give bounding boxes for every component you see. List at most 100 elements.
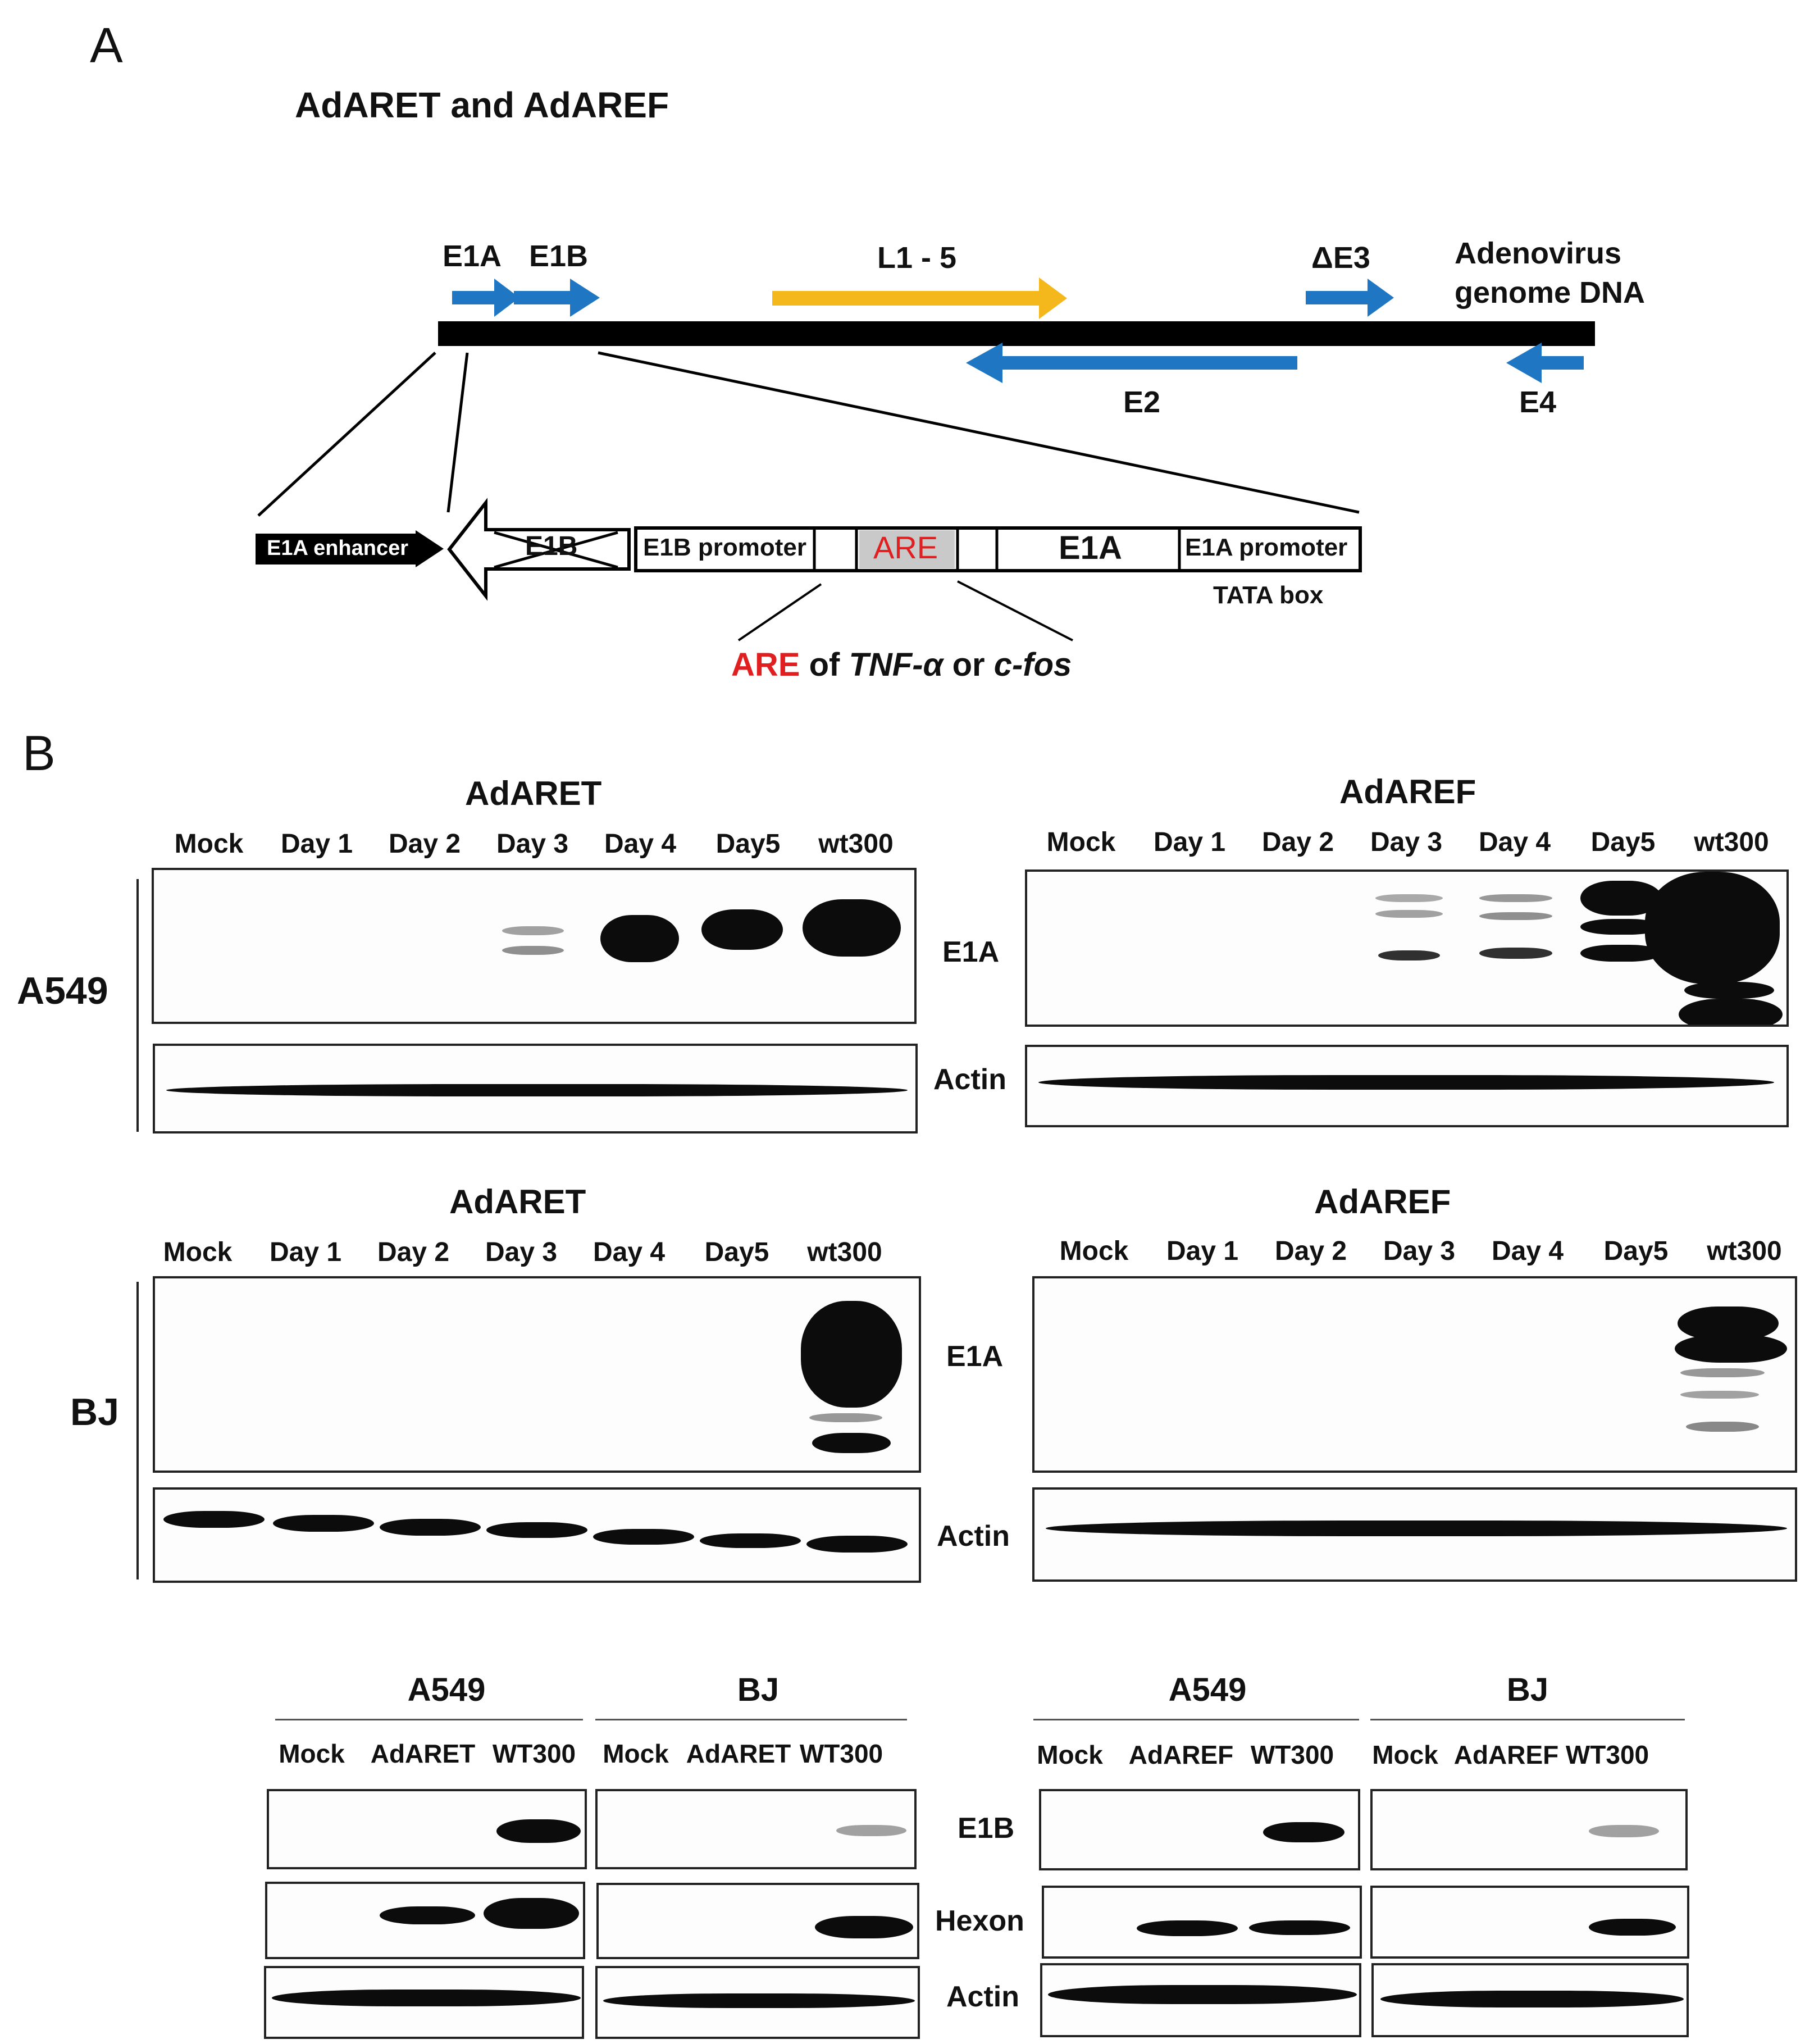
label-e4: E4 xyxy=(1519,385,1557,419)
blot-bottom-actin-1 xyxy=(264,1966,584,2039)
label-e1a: E1A xyxy=(443,239,502,273)
lane-label: Mock xyxy=(1059,1236,1129,1266)
lane-label: Day5 xyxy=(715,829,781,859)
l1-5-arrow xyxy=(772,277,1067,319)
lane-label: AdAREF xyxy=(1128,1740,1234,1769)
blot-bottom-actin-4 xyxy=(1371,1963,1689,2037)
lane-label: Day 3 xyxy=(1370,827,1443,857)
label-genome-1: Adenovirus xyxy=(1455,236,1622,270)
lane-label: Day 3 xyxy=(1383,1236,1456,1266)
construct xyxy=(256,498,1362,601)
blot-bottom-actin-2 xyxy=(595,1966,920,2039)
zoom-lines xyxy=(257,351,1360,517)
blot-bj-aref-actin xyxy=(1032,1487,1797,1582)
label-e2: E2 xyxy=(1123,385,1161,419)
lane-label: Mock xyxy=(603,1739,669,1768)
caption-are: ARE xyxy=(731,647,800,683)
blot-a549-aref-actin xyxy=(1025,1045,1789,1127)
lane-label: Day 2 xyxy=(1261,827,1334,857)
e3-arrow xyxy=(1306,279,1394,317)
group-bj-right: BJ xyxy=(1506,1672,1549,1708)
e1b-hollow-arrow xyxy=(447,498,631,601)
enhancer-box xyxy=(256,534,418,565)
label-actin-2: Actin xyxy=(937,1520,1010,1553)
group-a549-left: A549 xyxy=(407,1672,486,1708)
lane-label: AdARET xyxy=(370,1739,476,1768)
title-bj-aref: AdAREF xyxy=(1314,1183,1451,1221)
rule-bj-right xyxy=(1370,1719,1685,1720)
bracket-a549 xyxy=(136,879,139,1132)
blot-a549-aret-e1a xyxy=(152,868,917,1024)
title-bj-aret: AdARET xyxy=(449,1183,586,1221)
blot-bj-aret-actin xyxy=(153,1487,921,1583)
lane-label: wt300 xyxy=(807,1237,882,1267)
lanes-bottom-2: Mock AdARET WT300 xyxy=(0,1738,883,1768)
bracket-bj xyxy=(136,1282,139,1579)
lane-label: Day 4 xyxy=(1478,827,1551,857)
caption-of: of xyxy=(800,647,849,683)
lane-label: Mock xyxy=(1372,1740,1438,1769)
lane-label: Mock xyxy=(1037,1740,1103,1769)
e2-arrow xyxy=(966,343,1297,383)
cell-bj: BJ xyxy=(70,1391,119,1433)
label-e1b-promoter: E1B promoter xyxy=(643,534,806,561)
genome-map xyxy=(256,277,1595,641)
lane-label: AdARET xyxy=(686,1739,791,1768)
lane-label: Day 1 xyxy=(269,1237,342,1267)
blot-bj-aref-e1a xyxy=(1032,1276,1797,1473)
lane-label: Day 1 xyxy=(280,829,353,859)
lane-label: Day 1 xyxy=(1153,827,1226,857)
blot-a549-aref-e1a xyxy=(1025,870,1789,1027)
title-a549-aret: AdARET xyxy=(465,775,602,812)
group-a549-right: A549 xyxy=(1168,1672,1247,1708)
lane-label: WT300 xyxy=(1250,1740,1334,1769)
rule-a549-right xyxy=(1033,1719,1359,1720)
e1b-arrow xyxy=(514,279,600,317)
lane-label: Day 4 xyxy=(592,1237,666,1267)
blot-bottom-hexon-4 xyxy=(1370,1886,1689,1959)
lane-label: WT300 xyxy=(799,1739,883,1768)
label-e1b: E1B xyxy=(958,1812,1015,1845)
lane-label: Day 3 xyxy=(485,1237,558,1267)
label-e1a-promoter: E1A promoter xyxy=(1185,534,1348,561)
label-hexon: Hexon xyxy=(935,1905,1024,1937)
lane-label: Mock xyxy=(163,1237,233,1267)
panel-b-letter: B xyxy=(22,725,56,781)
blot-bottom-e1b-4 xyxy=(1370,1789,1688,1870)
lanes-bottom-1: Mock AdARET WT300 xyxy=(0,1738,576,1768)
blot-bottom-hexon-2 xyxy=(596,1883,919,1959)
blot-bj-aret-e1a xyxy=(153,1276,921,1473)
lane-label: Day 2 xyxy=(377,1237,450,1267)
lane-label: Day 3 xyxy=(496,829,569,859)
lane-label: Day 4 xyxy=(1491,1236,1564,1266)
label-e1a-3: E1A xyxy=(946,1340,1004,1373)
label-actin-3: Actin xyxy=(946,1981,1019,2013)
label-are-box: ARE xyxy=(873,530,938,565)
lane-label: wt300 xyxy=(1707,1236,1782,1266)
blot-bottom-hexon-1 xyxy=(265,1882,585,1959)
blot-a549-aret-actin xyxy=(153,1044,918,1133)
lane-label: Mock xyxy=(279,1739,345,1768)
label-actin-1: Actin xyxy=(933,1063,1006,1096)
blot-bottom-e1b-1 xyxy=(267,1789,587,1869)
caption-tnf: TNF-α xyxy=(849,647,944,683)
lane-label: wt300 xyxy=(1694,827,1769,857)
label-e1a-box: E1A xyxy=(1059,530,1122,566)
lane-label: WT300 xyxy=(492,1739,576,1768)
lane-label: Mock xyxy=(1046,827,1116,857)
blot-bottom-hexon-3 xyxy=(1042,1886,1362,1959)
lane-label: Day5 xyxy=(704,1237,769,1267)
enhancer-arrowhead xyxy=(416,530,444,567)
lane-label: Day5 xyxy=(1603,1236,1669,1266)
lane-label: WT300 xyxy=(1565,1740,1649,1769)
are-caption: ARE of TNF-α or c-fos xyxy=(731,646,1072,684)
lane-label: Day 2 xyxy=(1274,1236,1347,1266)
group-bj-left: BJ xyxy=(737,1672,780,1708)
rule-a549-left xyxy=(275,1719,583,1720)
e4-arrow xyxy=(1506,343,1584,383)
label-e3: ΔE3 xyxy=(1311,241,1370,275)
lane-label: Day 2 xyxy=(388,829,461,859)
caption-cfos: c-fos xyxy=(993,647,1072,683)
e1b-cross-2 xyxy=(494,531,618,569)
label-e1b-crossed: E1B xyxy=(525,531,578,561)
